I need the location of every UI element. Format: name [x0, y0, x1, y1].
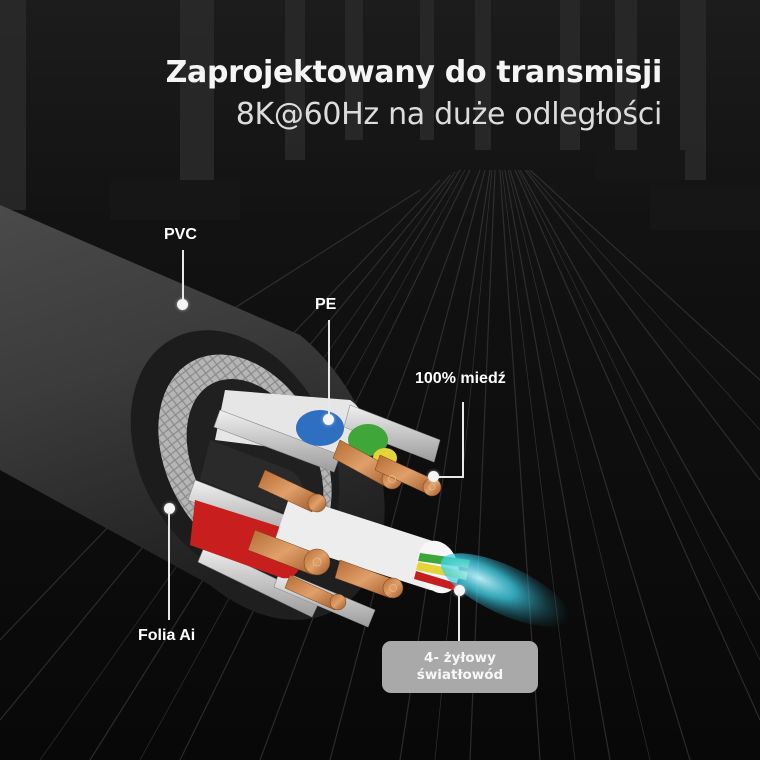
callout-dot-copper [428, 471, 439, 482]
callout-line-fiber [458, 594, 460, 641]
callout-dot-fiber [454, 585, 465, 596]
headline-line-1: Zaprojektowany do transmisji [165, 55, 663, 90]
callout-line-copper-horizontal [436, 476, 464, 478]
callout-box-fiber: 4- żyłowy światłowód [382, 641, 538, 693]
callout-label-copper: 100% miedź [415, 370, 506, 387]
callout-line-pvc [182, 250, 184, 302]
callout-line-copper-vertical [462, 402, 464, 478]
headline: Zaprojektowany do transmisji 8K@60Hz na … [165, 52, 663, 136]
fiber-label-line-2: światłowód [416, 667, 504, 683]
callout-line-pe [328, 320, 330, 417]
fiber-label-line-1: 4- żyłowy [424, 650, 496, 666]
callout-label-pvc: PVC [164, 226, 197, 243]
fiber-glow [440, 553, 570, 627]
callout-dot-foil [164, 503, 175, 514]
callout-label-foil: Folia Ai [138, 627, 196, 644]
callout-line-foil [168, 512, 170, 620]
callout-dot-pvc [177, 299, 188, 310]
callout-dot-pe [323, 414, 334, 425]
headline-line-2: 8K@60Hz na duże odległości [235, 97, 663, 132]
copper-conductors [247, 439, 442, 611]
callout-label-pe: PE [315, 296, 337, 313]
